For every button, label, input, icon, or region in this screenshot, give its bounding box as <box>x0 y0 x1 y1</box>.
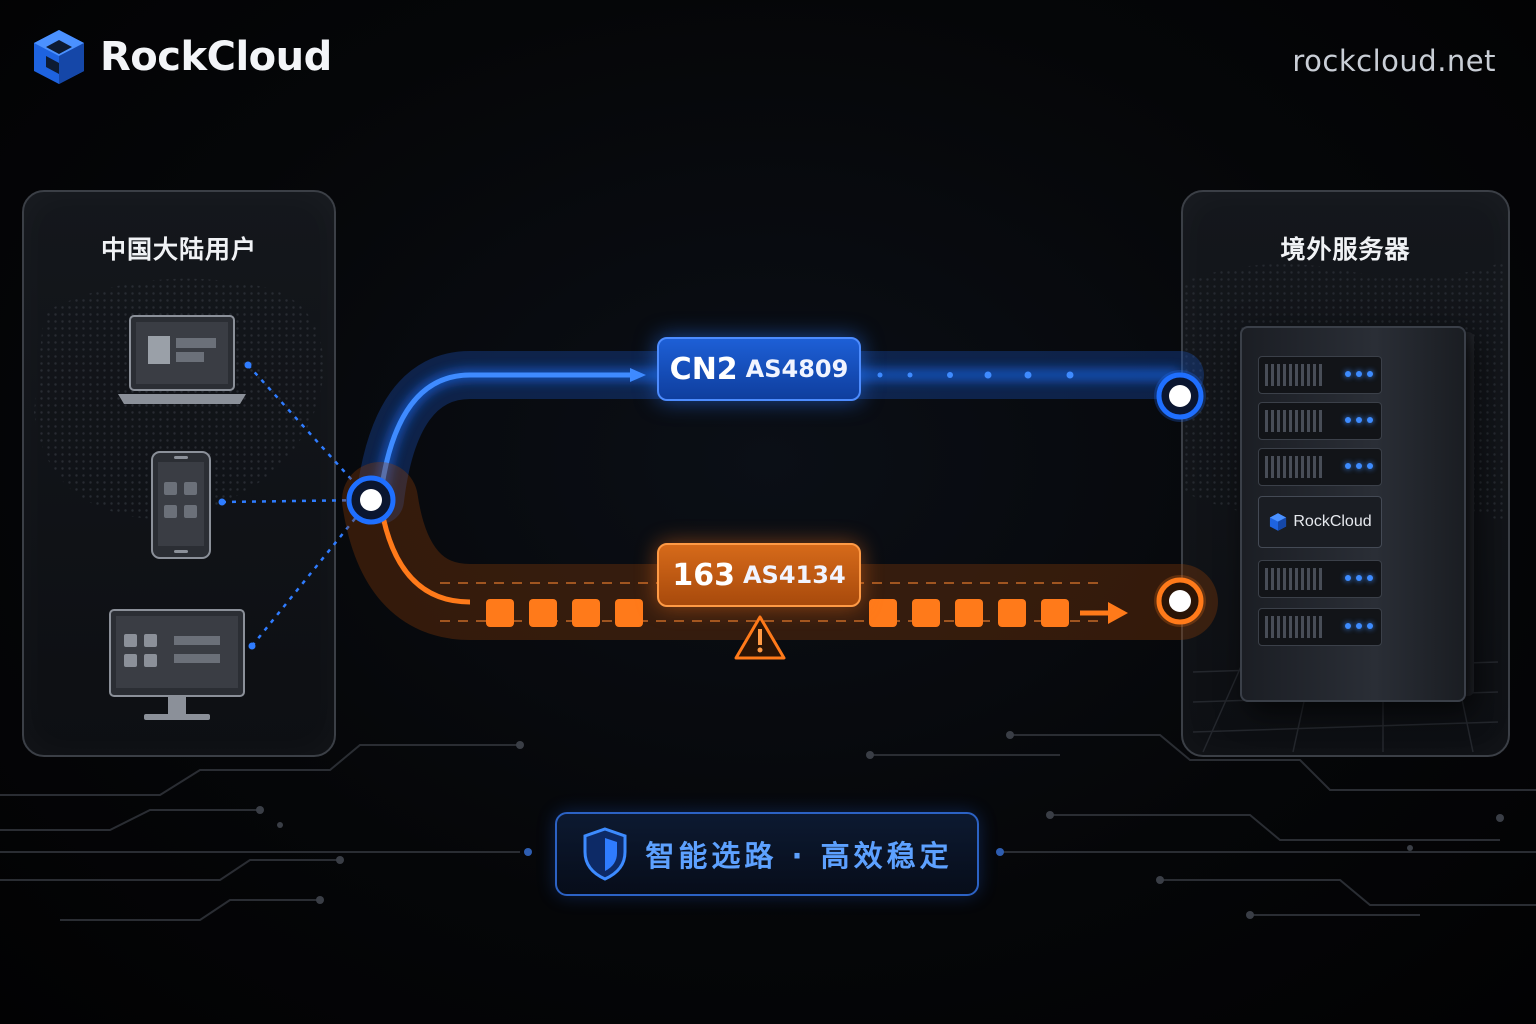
feature-badge: 智能选路 · 高效稳定 <box>555 812 979 896</box>
panel-title: 中国大陆用户 <box>100 235 257 264</box>
site-url[interactable]: rockcloud.net <box>1292 44 1496 78</box>
china-users-panel: 中国大陆用户 <box>22 190 336 757</box>
server-unit <box>1258 356 1382 394</box>
source-node[interactable] <box>346 475 396 525</box>
server-unit <box>1258 560 1382 598</box>
route-asn: AS4134 <box>742 561 846 589</box>
brand-name: RockCloud <box>100 34 332 80</box>
rack-brand-label: RockCloud <box>1293 513 1372 530</box>
server-rack[interactable]: RockCloud <box>1240 326 1466 702</box>
cn2-endpoint-node[interactable] <box>1154 370 1206 422</box>
brand[interactable]: RockCloud <box>28 26 332 88</box>
server-unit <box>1258 608 1382 646</box>
cn2-route-label[interactable]: CN2 AS4809 <box>657 337 861 401</box>
rockcloud-logo-icon <box>34 30 84 84</box>
badge-text: 智能选路 · 高效稳定 <box>645 839 953 873</box>
laptop-icon[interactable] <box>116 314 248 406</box>
cn2-route <box>356 351 1204 524</box>
route-name: 163 <box>672 557 735 593</box>
route-asn: AS4809 <box>745 355 849 383</box>
desktop-monitor-icon[interactable] <box>108 608 248 726</box>
smartphone-icon[interactable] <box>150 450 212 562</box>
rack-brand-plate: RockCloud <box>1258 496 1382 548</box>
rockcloud-logo-icon <box>1270 513 1287 531</box>
device-links <box>221 364 371 647</box>
r163-route-label[interactable]: 163 AS4134 <box>657 543 861 607</box>
route-name: CN2 <box>669 351 738 387</box>
warning-icon <box>734 615 786 660</box>
r163-endpoint-node[interactable] <box>1154 575 1206 627</box>
shield-icon <box>583 827 627 881</box>
server-unit <box>1258 402 1382 440</box>
server-unit <box>1258 448 1382 486</box>
panel-title: 境外服务器 <box>1280 235 1411 264</box>
packet-blocks <box>486 599 1069 627</box>
